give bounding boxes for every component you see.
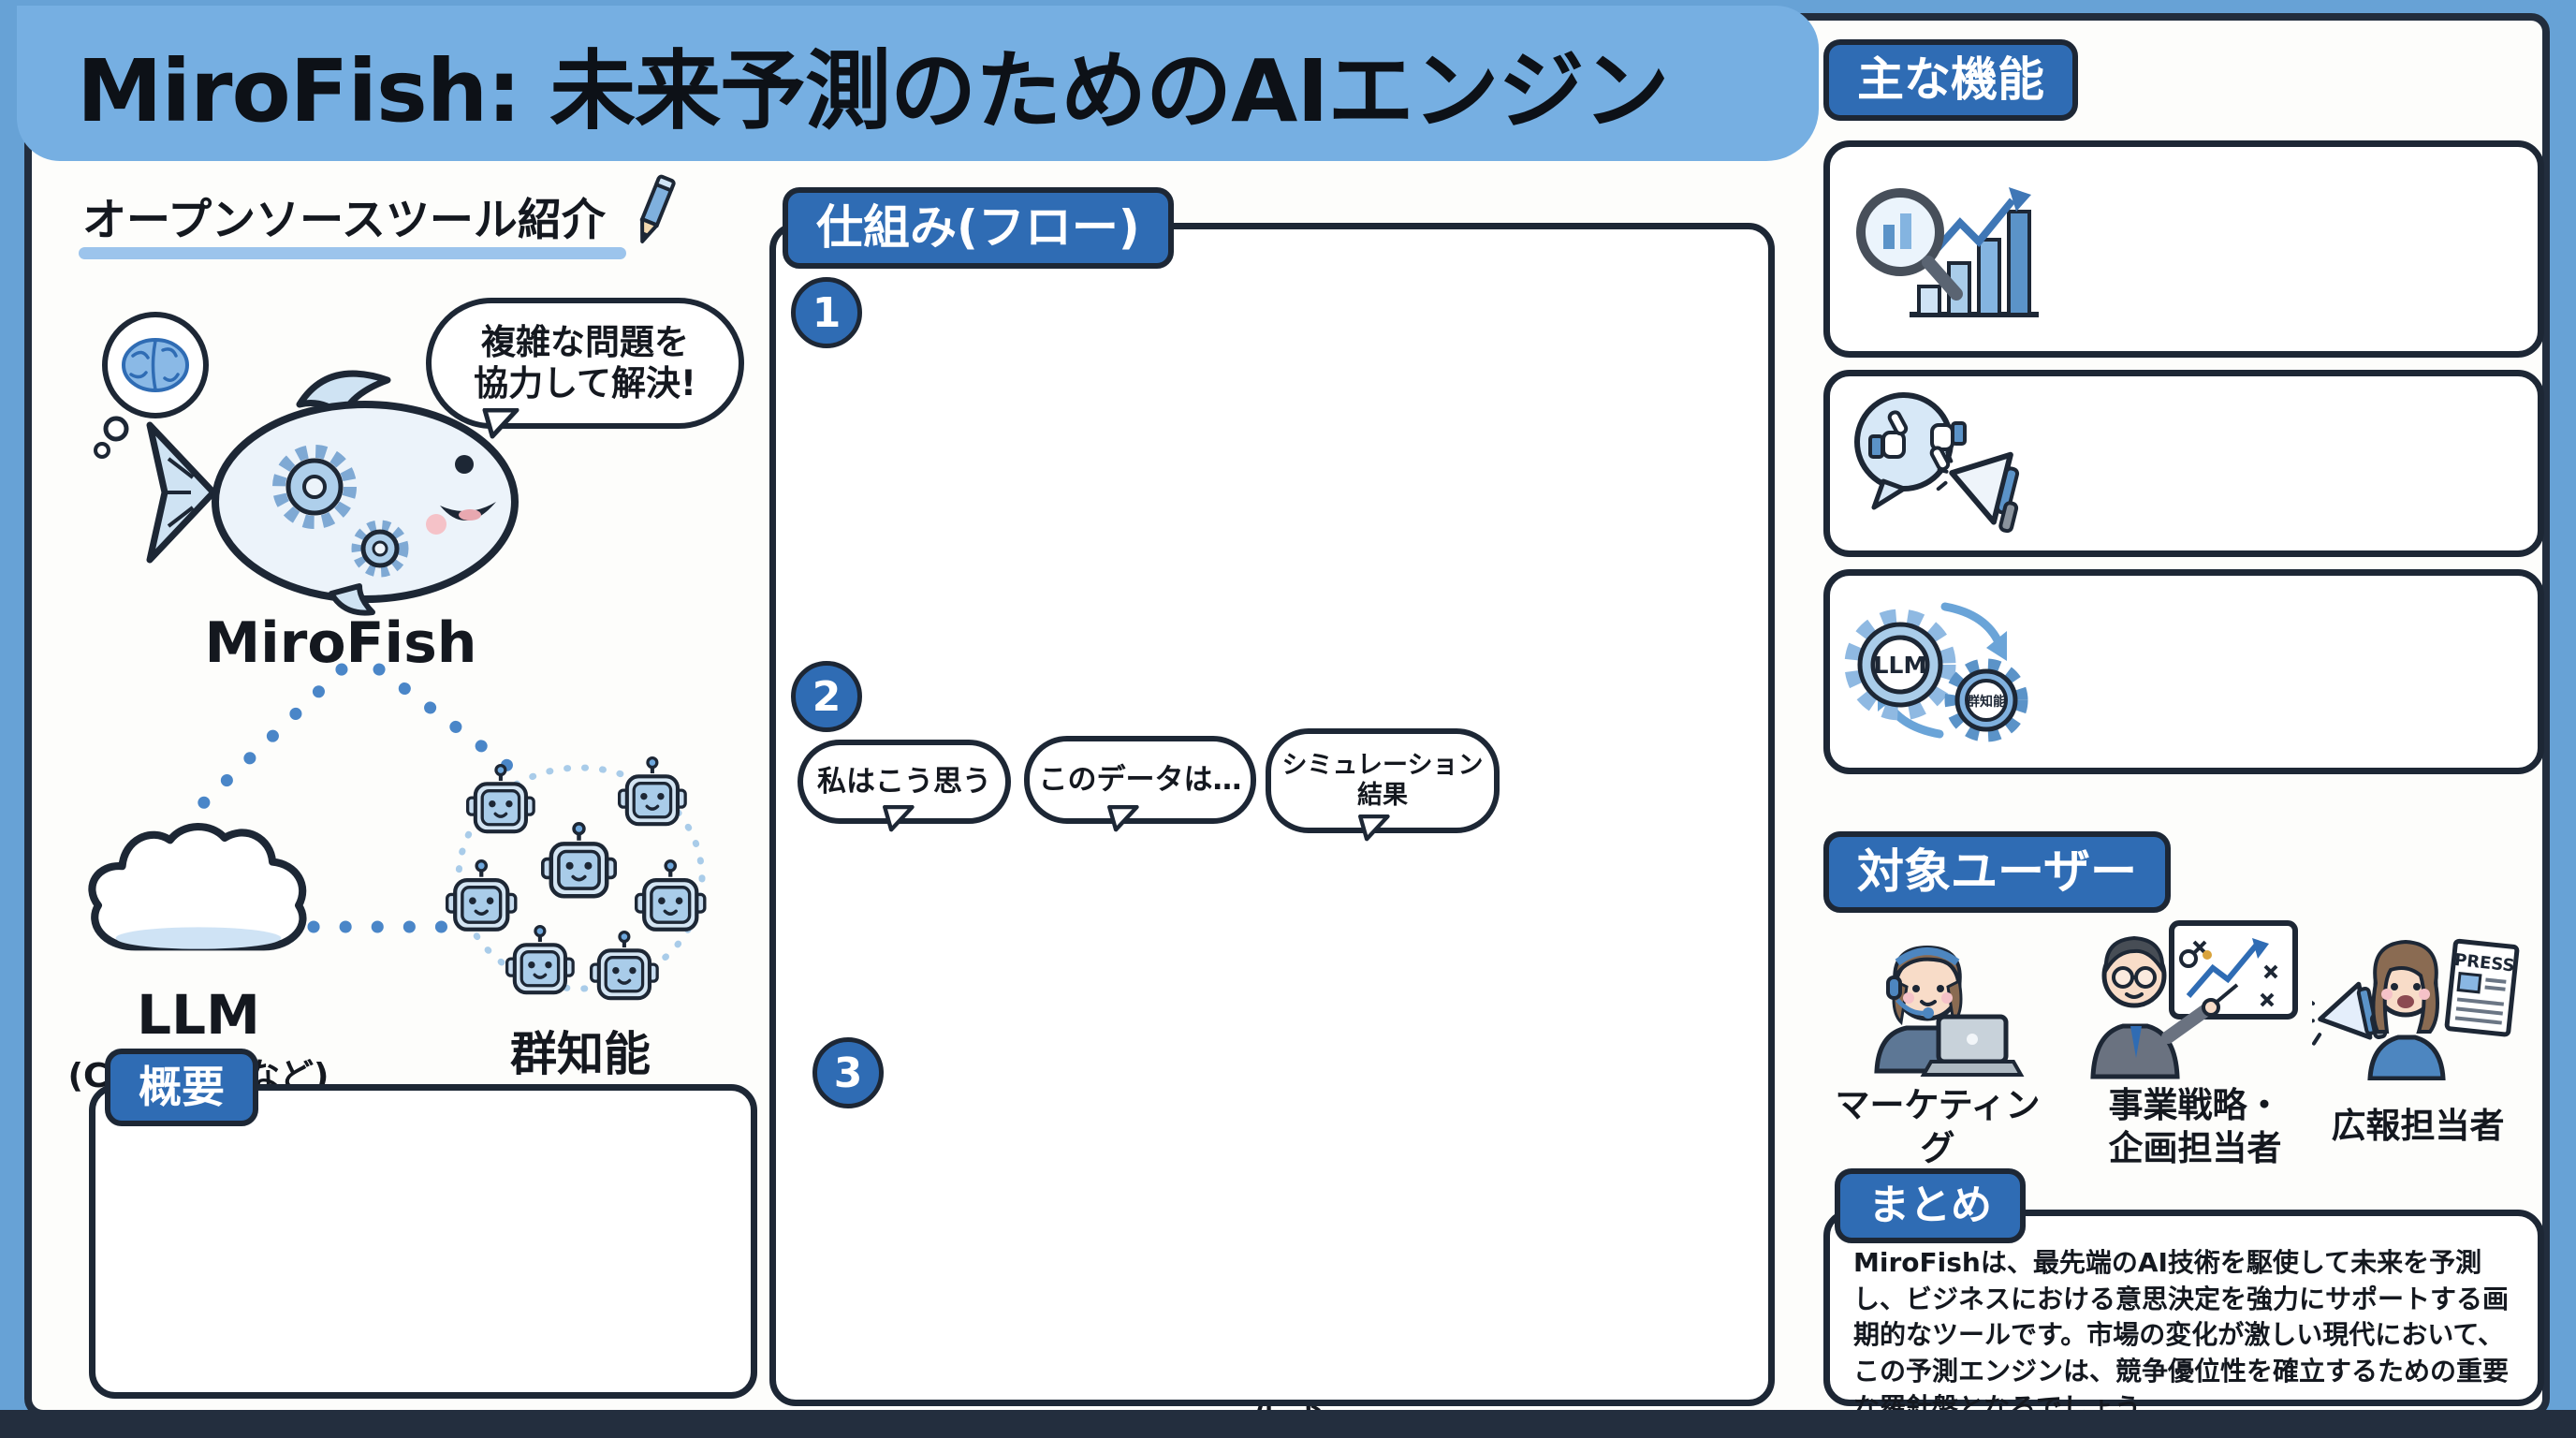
mascot-speech-bubble: 複雑な問題を 協力して解決! bbox=[426, 298, 744, 429]
agent-speech-bubble: シミュレーション 結果 bbox=[1266, 728, 1500, 833]
gear-icon bbox=[351, 520, 409, 578]
persona-marketer bbox=[1874, 945, 2025, 1077]
overview-badge: 概要 bbox=[105, 1049, 258, 1126]
thumbs-down-icon bbox=[1929, 421, 1967, 472]
swarm-robot-cluster bbox=[440, 747, 721, 1009]
brain-thought-bubble-icon bbox=[94, 312, 209, 459]
svg-text:LLM: LLM bbox=[1874, 652, 1927, 679]
page-title: MiroFish: 未来予測のためのAIエンジン bbox=[77, 40, 1670, 141]
persona-strategist bbox=[2090, 920, 2298, 1079]
pencil-icon bbox=[639, 174, 676, 243]
llm-cloud-icon bbox=[88, 823, 307, 951]
features-badge: 主な機能 bbox=[1823, 39, 2078, 121]
step3-number: 3 bbox=[812, 1037, 884, 1108]
title-banner: MiroFish: 未来予測のためのAIエンジン bbox=[17, 6, 1819, 161]
speech-bubble-tail bbox=[883, 805, 915, 832]
step1-number: 1 bbox=[791, 277, 862, 348]
agent-speech-bubble: 私はこう思う bbox=[798, 740, 1011, 824]
feature-box bbox=[1823, 140, 2544, 358]
thumbs-up-icon bbox=[1868, 410, 1909, 459]
speech-bubble-tail bbox=[1358, 814, 1390, 842]
forecast-analysis-icon bbox=[1856, 187, 2039, 317]
persona-label: 広報担当者 bbox=[2331, 1106, 2505, 1146]
users-badge: 対象ユーザー bbox=[1823, 831, 2171, 913]
llm-label: LLM bbox=[137, 983, 260, 1047]
triangle-dotted-links bbox=[195, 663, 535, 933]
intro-section-title: オープンソースツール紹介 bbox=[82, 195, 606, 246]
flow-badge: 仕組み(フロー) bbox=[783, 187, 1174, 269]
title-underline bbox=[79, 247, 626, 259]
mirofish-mascot bbox=[146, 370, 519, 616]
megaphone-icon bbox=[1936, 450, 2020, 534]
swarm-label: 群知能 bbox=[510, 1027, 651, 1081]
overview-box bbox=[89, 1084, 757, 1399]
bottom-bar bbox=[0, 1410, 2576, 1438]
step2-number: 2 bbox=[791, 661, 862, 732]
llm-gear-icon: LLM bbox=[1844, 609, 1956, 721]
speech-bubble-tail bbox=[482, 408, 520, 439]
megaphone-icon bbox=[2312, 981, 2388, 1046]
agent-speech-bubble: このデータは… bbox=[1024, 736, 1256, 824]
gear-icon bbox=[272, 445, 357, 529]
ai-fusion-gears-icon: LLM 群知能 bbox=[1844, 602, 2028, 742]
swarm-gear-icon: 群知能 bbox=[1944, 658, 2028, 742]
persona-label: 事業戦略・ 企画担当者 bbox=[2108, 1085, 2282, 1169]
summary-text: MiroFishは、最先端のAI技術を駆使して未来を予測し、ビジネスにおける意思… bbox=[1853, 1247, 2510, 1423]
opinion-trend-icon bbox=[1854, 392, 2020, 534]
summary-badge: まとめ bbox=[1835, 1168, 2026, 1244]
persona-pr: PRESS bbox=[2312, 938, 2520, 1080]
speech-bubble-tail bbox=[1107, 805, 1139, 832]
svg-text:群知能: 群知能 bbox=[1966, 694, 2006, 710]
